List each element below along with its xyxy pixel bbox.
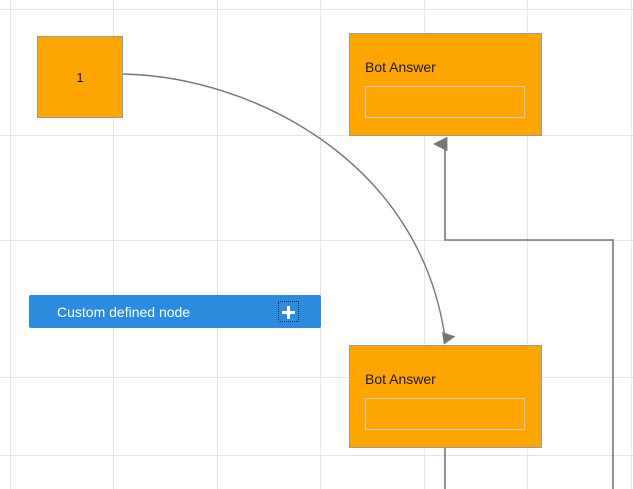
plus-icon-vertical-bar [287, 305, 290, 319]
custom-defined-node-label: Custom defined node [57, 303, 191, 320]
node-title-label: Bot Answer [365, 371, 436, 387]
node-title-label: Bot Answer [365, 59, 436, 75]
node-answer-slot[interactable] [365, 398, 525, 430]
node-square-1[interactable]: 1 [37, 36, 123, 118]
custom-defined-node-bar[interactable]: Custom defined node [29, 295, 321, 328]
node-bot-answer-bottom[interactable]: Bot Answer [349, 345, 542, 448]
node-number-label: 1 [76, 69, 84, 85]
edge-curved-node1-to-bot-answer-bottom[interactable] [121, 73, 456, 345]
node-answer-slot[interactable] [365, 86, 525, 118]
node-bot-answer-top[interactable]: Bot Answer [349, 33, 542, 136]
plus-icon[interactable] [278, 301, 299, 322]
edge-orthogonal-bot-answer-bottom-to-top[interactable] [433, 136, 614, 489]
